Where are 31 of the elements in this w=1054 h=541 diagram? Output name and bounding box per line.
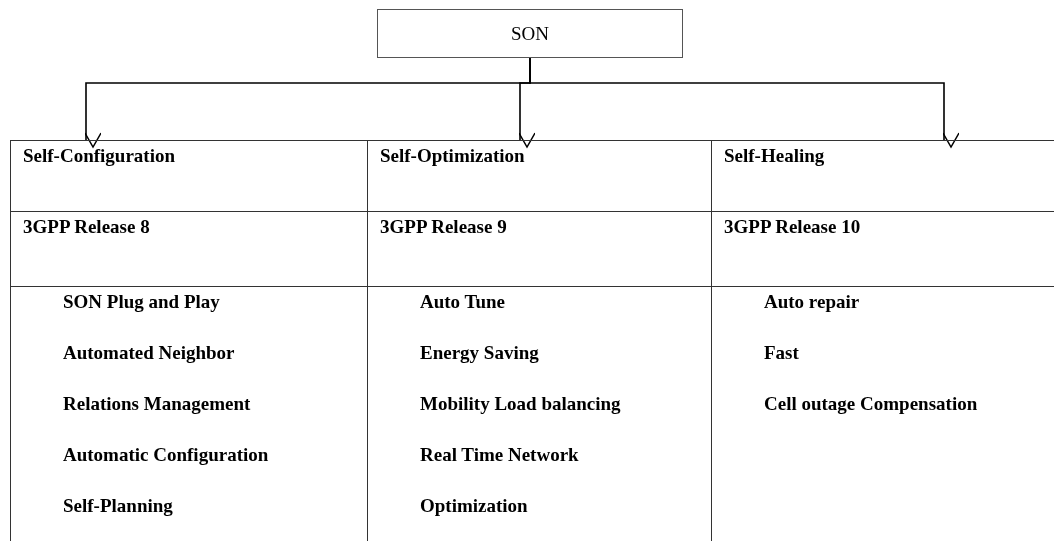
table-cell xyxy=(711,286,1054,541)
column-heading: Self-Configuration xyxy=(23,145,175,167)
list-item: Optimization xyxy=(420,495,528,517)
son-box xyxy=(377,9,683,58)
release-text: 3GPP Release 9 xyxy=(380,216,507,238)
list-item: Automatic Configuration xyxy=(63,444,269,466)
column-heading: Self-Optimization xyxy=(380,145,525,167)
table-cell xyxy=(10,211,367,286)
list-item: Mobility Load balancing xyxy=(420,393,621,415)
column-heading: Self-Healing xyxy=(724,145,825,167)
table-cell xyxy=(367,286,711,541)
list-item: Real Time Network xyxy=(420,444,579,466)
title-text: SON xyxy=(510,23,550,45)
arrow xyxy=(529,57,960,148)
release-text: 3GPP Release 8 xyxy=(23,216,150,238)
table-cell xyxy=(10,140,367,211)
table-cell xyxy=(10,286,367,541)
table-cell xyxy=(367,140,711,211)
list-item: Fast xyxy=(764,342,799,364)
table-cell xyxy=(367,211,711,286)
table-cell xyxy=(711,140,1054,211)
list-item: Cell outage Compensation xyxy=(764,393,978,415)
list-item: Auto Tune xyxy=(420,291,506,313)
list-item: Automated Neighbor xyxy=(63,342,235,364)
list-item: Self-Planning xyxy=(63,495,173,517)
release-text: 3GPP Release 10 xyxy=(724,216,861,238)
list-item: Auto repair xyxy=(764,291,860,313)
list-item: Relations Management xyxy=(63,393,251,415)
list-item: SON Plug and Play xyxy=(63,291,220,313)
list-item: Energy Saving xyxy=(420,342,539,364)
table-cell xyxy=(711,211,1054,286)
